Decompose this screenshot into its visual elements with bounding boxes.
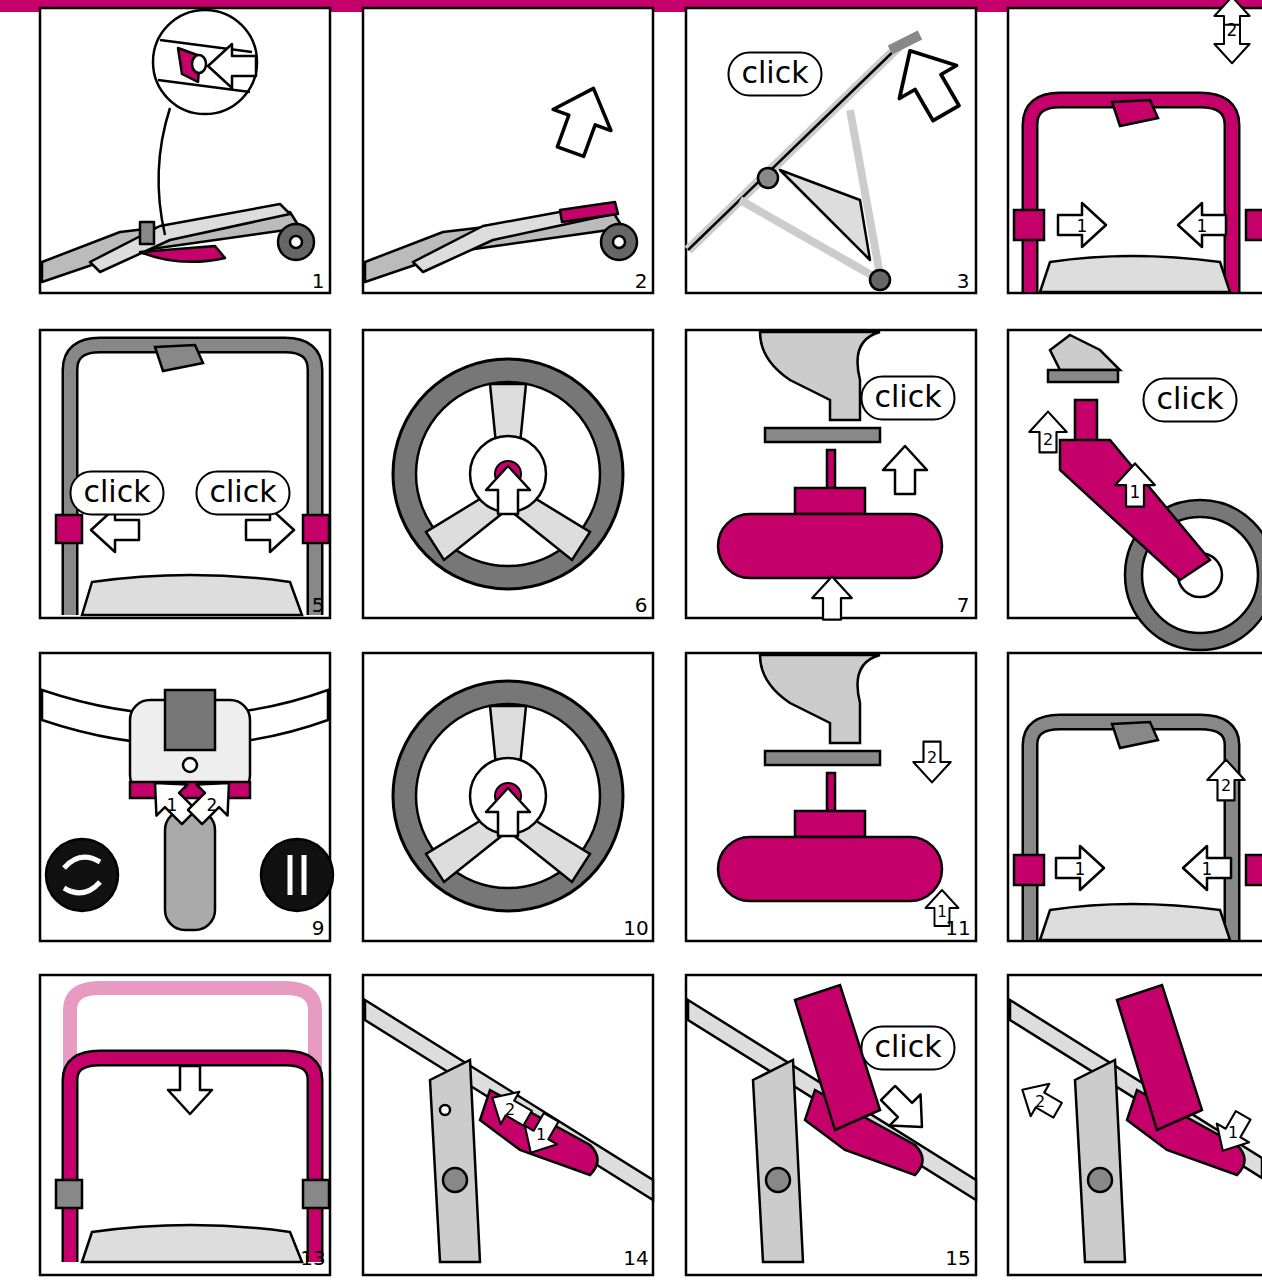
step-number: 9 <box>312 918 325 938</box>
step-number: 14 <box>623 1248 648 1268</box>
callout-number: 1 <box>937 905 947 920</box>
click-bubble: click <box>860 1026 955 1071</box>
click-bubble: click <box>860 376 955 421</box>
callout-number: 2 <box>1043 432 1053 448</box>
step-number: 13 <box>300 1248 325 1268</box>
callout-number: 1 <box>1228 1125 1238 1141</box>
callout-number: 2 <box>1227 22 1238 39</box>
step-number: 10 <box>623 918 648 938</box>
click-text: click <box>1156 381 1223 416</box>
callout-number: 2 <box>1035 1094 1045 1110</box>
callout-number: 1 <box>1075 861 1086 878</box>
step-number: 1 <box>312 271 325 291</box>
step-number: 15 <box>945 1248 970 1268</box>
callout-number: 1 <box>1197 218 1208 235</box>
callout-number: 2 <box>927 750 937 766</box>
click-text: click <box>209 474 276 509</box>
click-text: click <box>741 55 808 90</box>
step-number: 3 <box>957 271 970 291</box>
step-number: 2 <box>635 271 648 291</box>
callout-number: 2 <box>1221 778 1231 794</box>
callout-number: 1 <box>1130 484 1141 501</box>
callout-number: 2 <box>207 797 218 814</box>
click-text: click <box>83 474 150 509</box>
click-bubble: click <box>195 471 290 516</box>
callout-number: 1 <box>536 1127 546 1143</box>
click-bubble: click <box>1142 378 1237 423</box>
callout-number: 1 <box>1077 218 1088 235</box>
callout-number: 1 <box>167 797 178 814</box>
click-text: click <box>874 1029 941 1064</box>
click-bubble: click <box>727 52 822 97</box>
step-number: 5 <box>312 595 325 615</box>
callout-number: 1 <box>1202 861 1213 878</box>
click-text: click <box>874 379 941 414</box>
click-bubble: click <box>69 471 164 516</box>
step-number: 7 <box>957 595 970 615</box>
step-number: 6 <box>635 595 648 615</box>
callout-number: 2 <box>505 1102 515 1118</box>
step-number: 11 <box>945 918 970 938</box>
